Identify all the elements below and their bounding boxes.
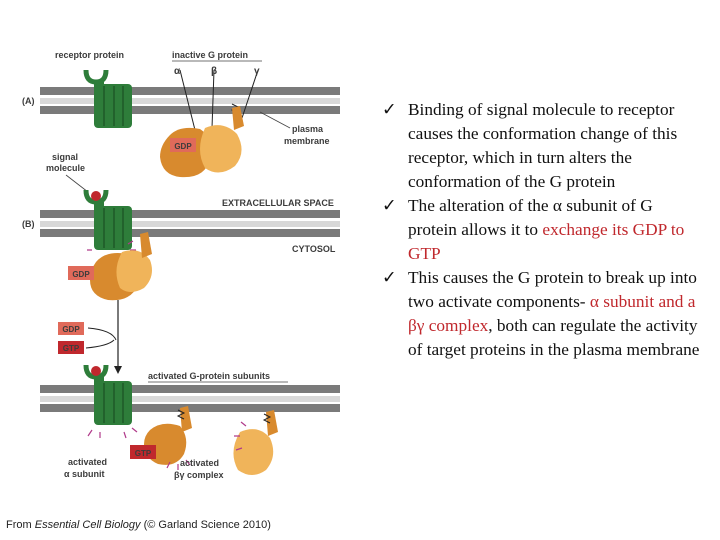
cytosol-label: CYTOSOL bbox=[292, 244, 336, 254]
gdp-badge-b: GDP bbox=[68, 266, 94, 280]
membrane-c bbox=[40, 385, 340, 412]
bullet-item: ✓ The alteration of the α subunit of G p… bbox=[382, 194, 702, 266]
plasma-label: plasma bbox=[292, 124, 324, 134]
receptor-a bbox=[83, 69, 132, 128]
check-icon: ✓ bbox=[382, 100, 397, 119]
bullet-text-3-highlight: α subunit and a βγ complex bbox=[408, 292, 696, 335]
bullet-item: ✓ Binding of signal molecule to receptor… bbox=[382, 98, 702, 194]
gtp-label-exchange: GTP bbox=[63, 344, 80, 353]
activated-subunits-label: activated G-protein subunits bbox=[148, 371, 270, 381]
membrane-label: membrane bbox=[284, 136, 330, 146]
activated-label-bg: activated bbox=[180, 458, 219, 468]
bullet-list: ✓ Binding of signal molecule to receptor… bbox=[382, 98, 702, 362]
gdp-label-exchange: GDP bbox=[62, 325, 80, 334]
activated-bg-complex bbox=[233, 410, 278, 475]
signal-molecule bbox=[91, 191, 101, 201]
panel-a-label: (A) bbox=[22, 96, 35, 106]
check-icon: ✓ bbox=[382, 196, 397, 215]
bullet-text-3-end: , both can regulate the activity of targ… bbox=[408, 316, 700, 359]
gdp-gtp-exchange: GDP GTP bbox=[58, 300, 122, 374]
gdp-badge-a: GDP bbox=[170, 138, 196, 152]
inactive-g-protein-label: inactive G protein bbox=[172, 50, 248, 60]
caption-rest: (© Garland Science 2010) bbox=[140, 519, 271, 531]
beta-label: β bbox=[211, 66, 217, 77]
molecule-label: molecule bbox=[46, 163, 85, 173]
bullet-text-1: Binding of signal molecule to receptor c… bbox=[408, 100, 678, 191]
bullet-text-2: The alteration of the α subunit of G pro… bbox=[408, 196, 653, 239]
activated-label-alpha: activated bbox=[68, 457, 107, 467]
gamma-label: γ bbox=[254, 66, 260, 77]
gtp-label-alpha: GTP bbox=[135, 449, 152, 458]
activated-alpha-subunit: GTP bbox=[130, 406, 192, 470]
gdp-label-b: GDP bbox=[72, 270, 90, 279]
receptor-c bbox=[83, 364, 138, 439]
caption-from: From bbox=[6, 519, 35, 531]
receptor-b bbox=[83, 189, 136, 251]
alpha-subunit-label: α subunit bbox=[64, 469, 105, 479]
bg-complex-label: βγ complex bbox=[174, 470, 224, 480]
panel-b-label: (B) bbox=[22, 219, 35, 229]
bullet-text-3: This causes the G protein to break up in… bbox=[408, 268, 697, 311]
signal-label: signal bbox=[52, 152, 78, 162]
receptor-protein-label: receptor protein bbox=[55, 50, 124, 60]
membrane-b bbox=[40, 210, 340, 237]
caption-book: Essential Cell Biology bbox=[34, 519, 141, 531]
figure-caption: From Essential Cell Biology (© Garland S… bbox=[6, 519, 271, 531]
inactive-g-protein bbox=[160, 69, 259, 178]
bullet-text-2-highlight: exchange its GDP to GTP bbox=[408, 220, 685, 263]
bullet-item: ✓ This causes the G protein to break up … bbox=[382, 266, 702, 362]
alpha-label: α bbox=[174, 66, 181, 77]
g-protein-b bbox=[90, 232, 152, 301]
gdp-label-a: GDP bbox=[174, 142, 192, 151]
extracellular-space-label: EXTRACELLULAR SPACE bbox=[222, 198, 334, 208]
check-icon: ✓ bbox=[382, 268, 397, 287]
g-protein-activation-figure: GDP receptor protein inactive G protein … bbox=[22, 50, 340, 480]
